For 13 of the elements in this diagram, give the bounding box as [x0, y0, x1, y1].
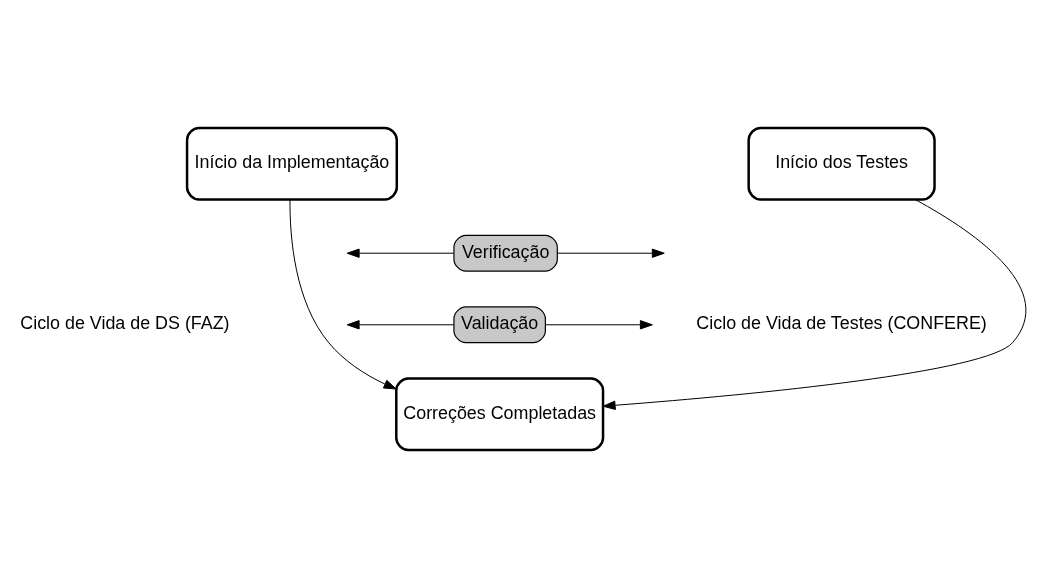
- node-box: Correções Completadas: [395, 376, 605, 451]
- label: Ciclo de Vida de Testes (CONFERE): [696, 312, 987, 333]
- arrow: [346, 319, 455, 329]
- arrow: [557, 248, 665, 258]
- node-box: Verificação: [453, 234, 558, 272]
- arrow: [346, 248, 455, 258]
- arrow: [544, 319, 653, 329]
- arrow: [602, 198, 1026, 410]
- node-box: Início dos Testes: [747, 126, 936, 201]
- arrow: [289, 198, 397, 389]
- label: Ciclo de Vida de DS (FAZ): [20, 312, 230, 333]
- node-box: Validação: [453, 305, 546, 343]
- node-box: Início da Implementação: [185, 126, 399, 201]
